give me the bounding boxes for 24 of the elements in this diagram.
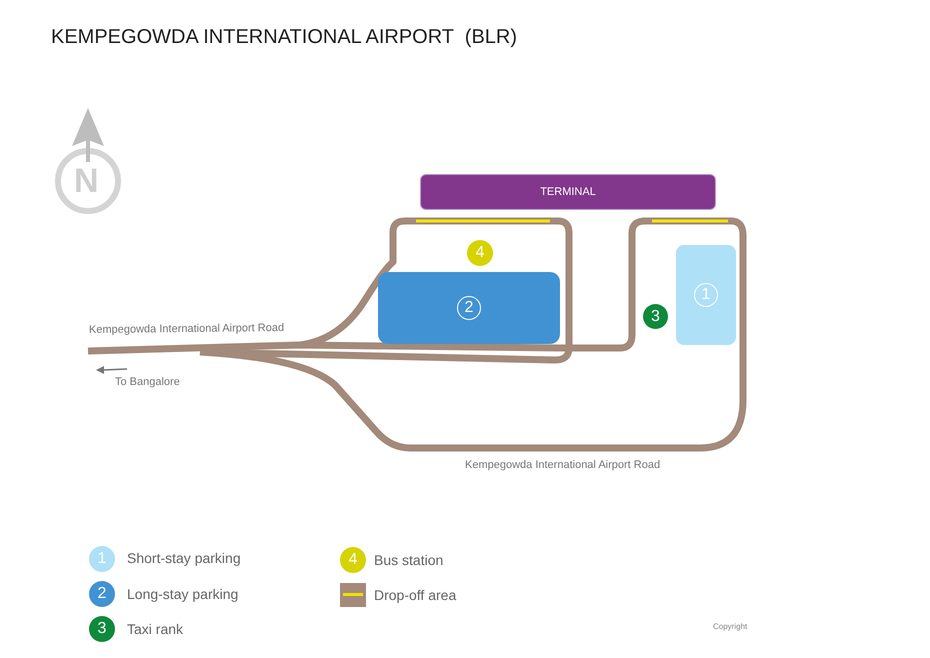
legend-number-swatch: 1 bbox=[89, 546, 115, 572]
node-label: 4 bbox=[476, 244, 484, 262]
area-number: 1 bbox=[694, 283, 718, 307]
road-name: Kempegowda International Airport Road bbox=[465, 459, 660, 471]
legend-label: Short-stay parking bbox=[127, 550, 241, 566]
node-label: 3 bbox=[651, 308, 660, 326]
legend-label: Bus station bbox=[374, 552, 444, 568]
legend-number-swatch: 3 bbox=[89, 616, 115, 642]
legend-label: Drop-off area bbox=[374, 587, 456, 603]
legend-number-swatch: 4 bbox=[340, 547, 366, 573]
road-name: Kempegowda International Airport Road bbox=[88, 322, 284, 336]
area-number: 2 bbox=[457, 296, 481, 320]
taxi-rank-marker bbox=[643, 304, 668, 329]
long-stay-parking-area bbox=[378, 272, 560, 344]
node-label: TERMINAL bbox=[540, 186, 596, 198]
copyright-note: Copyright bbox=[713, 622, 748, 631]
legend-label: Long-stay parking bbox=[127, 586, 238, 602]
bus-station-marker bbox=[467, 240, 493, 266]
short-stay-parking-area bbox=[676, 245, 736, 345]
terminal-building bbox=[420, 174, 716, 210]
legend-number-swatch: 2 bbox=[89, 581, 115, 607]
direction-label: To Bangalore bbox=[115, 376, 180, 388]
legend-label: Taxi rank bbox=[127, 621, 184, 637]
map-title: KEMPEGOWDA INTERNATIONAL AIRPORT (BLR) bbox=[51, 26, 518, 49]
